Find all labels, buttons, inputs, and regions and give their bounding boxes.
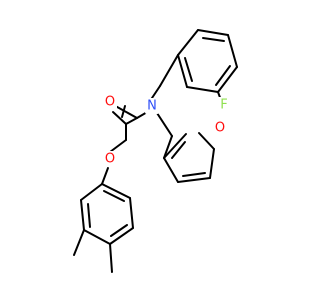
atom-label-o: O bbox=[215, 121, 225, 136]
bond bbox=[163, 133, 187, 159]
bond bbox=[83, 229, 111, 245]
bond bbox=[101, 183, 131, 199]
bond bbox=[109, 227, 134, 245]
atom-o-carbonyl: O bbox=[103, 94, 117, 110]
bond bbox=[177, 177, 211, 183]
bond bbox=[109, 139, 127, 153]
bond bbox=[156, 112, 173, 137]
bond bbox=[112, 111, 127, 125]
bond bbox=[73, 229, 85, 256]
bond bbox=[198, 132, 215, 150]
bond bbox=[101, 167, 109, 185]
bond-inner bbox=[202, 37, 225, 42]
bond bbox=[209, 148, 215, 179]
bond bbox=[177, 29, 199, 56]
bond bbox=[125, 117, 138, 125]
atom-label-o: O bbox=[105, 152, 115, 167]
atom-o-ether: O bbox=[103, 151, 117, 167]
bond-inner bbox=[110, 224, 128, 237]
bond-inner bbox=[87, 203, 91, 228]
bonds bbox=[73, 29, 238, 273]
bond bbox=[80, 199, 85, 231]
molecule-structure: O N F O O bbox=[73, 29, 238, 273]
atom-f: F bbox=[217, 97, 231, 113]
bond bbox=[129, 197, 134, 229]
bond bbox=[197, 29, 229, 36]
structure-canvas: O N F O O bbox=[73, 29, 238, 273]
bond bbox=[163, 157, 179, 183]
bond bbox=[159, 54, 179, 87]
bond bbox=[217, 66, 238, 93]
bond bbox=[227, 34, 238, 68]
bond bbox=[177, 54, 188, 88]
atom-n-amide: N bbox=[145, 98, 159, 114]
bond-inner bbox=[171, 141, 186, 159]
bond-inner bbox=[182, 172, 206, 177]
bond bbox=[80, 183, 103, 201]
atom-label-o: O bbox=[105, 95, 115, 110]
bond-double bbox=[121, 105, 126, 118]
bond bbox=[109, 243, 113, 273]
bond-inner bbox=[215, 65, 231, 86]
atom-o-furan: O bbox=[213, 120, 227, 136]
atom-label-n: N bbox=[147, 99, 157, 114]
atom-labels: O N F O O bbox=[103, 94, 231, 167]
bond bbox=[163, 135, 173, 159]
bond-inner bbox=[103, 190, 125, 202]
atom-label-f: F bbox=[220, 98, 227, 113]
bond bbox=[186, 86, 219, 93]
bond-inner bbox=[184, 57, 193, 82]
